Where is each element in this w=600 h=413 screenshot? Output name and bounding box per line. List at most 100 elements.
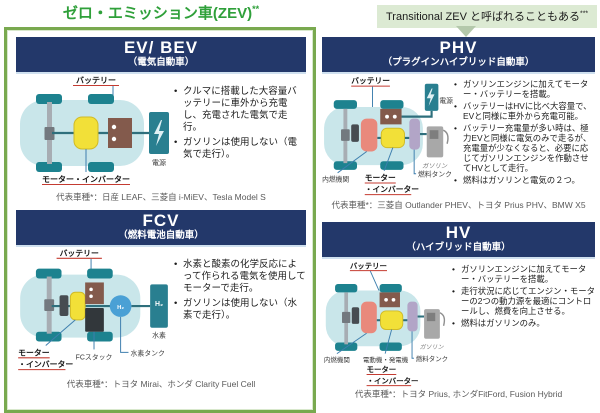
charge-cable: [401, 110, 433, 118]
battery-block: [380, 108, 402, 124]
fcv-title: FCV: [142, 211, 180, 230]
battery-terminal: [392, 114, 397, 119]
zev-title-footnote-marks: **: [252, 4, 260, 14]
battery-terminal: [111, 124, 117, 129]
battery-terminal: [391, 297, 396, 302]
phv-body: バッテリー 電源: [322, 74, 595, 198]
gas-pump-hose: [442, 129, 449, 144]
transmission-block: [351, 306, 360, 324]
lightning-icon: [154, 119, 164, 146]
motor-leader-line: [45, 319, 76, 346]
hv-body: バッテリー ガソリン: [322, 259, 595, 387]
phv-title: PHV: [439, 38, 478, 57]
hydrogen-label: 水素: [152, 330, 166, 339]
motor-inverter-block: [73, 116, 99, 150]
hv-representative-models: 代表車種*：トヨタ Prius, ホンダFitFord, Fusion Hybr…: [354, 388, 563, 399]
zev-group-title: ゼロ・エミッション車(ZEV)**: [8, 2, 314, 23]
fcv-subtitle: （燃料電池自動車）: [118, 229, 204, 241]
fc-stack-label: FCスタック: [76, 352, 113, 361]
power-source-label: 電源: [439, 96, 453, 105]
battery-terminal: [111, 136, 117, 141]
engine-label: 内燃機関: [324, 355, 350, 364]
motor-inverter-label-line2: ・インバーター: [367, 375, 419, 385]
battery-block: [379, 292, 400, 307]
motor-inverter-label-line2: ・インバーター: [365, 184, 420, 194]
phv-bullet: バッテリー充電量が多い時は、極力EVと同様に電気のみで走るが、充電量が少なくなる…: [454, 123, 595, 173]
motor-inverter-block: [380, 127, 405, 148]
battery-label: バッテリー: [351, 76, 390, 85]
phv-diagram: バッテリー 電源: [322, 76, 453, 195]
fuel-tank-block: [407, 301, 418, 331]
hv-card: HV （ハイブリッド自動車） バッテリー: [322, 222, 595, 400]
fuel-tank-label: 燃料タンク: [418, 169, 452, 178]
battery-terminal: [89, 294, 93, 298]
ev-diagram: バッテリー 電源 モーター・インバーター: [20, 76, 169, 185]
battery-block: [85, 282, 104, 304]
ev-bullets: クルマに搭載した大容量バッテリーに車外から充電し、充電された電気で走行。 ガソリ…: [174, 86, 306, 165]
phv-bullets: ガソリンエンジンに加えてモーター・バッテリーを搭載。 バッテリーはHVに比べ大容…: [454, 79, 595, 188]
phv-bullet: 燃料はガソリンと電気の２つ。: [454, 175, 595, 185]
gas-pump-screen: [429, 129, 439, 139]
engine-leader-line: [337, 150, 367, 173]
hv-bullet: ガソリンエンジンに加えてモーター・バッテリーを搭載。: [452, 264, 595, 284]
ev-body: バッテリー 電源 モーター・インバーター: [16, 74, 306, 190]
h2-tank-label: 水素タンク: [130, 348, 164, 357]
ev-header: EV/ BEV （電気自動車）: [16, 37, 306, 74]
hydrogen-station-icon: [150, 284, 168, 328]
engine-label: 内燃機関: [322, 174, 349, 183]
h2-station-text: H₂: [155, 301, 163, 308]
ev-subtitle: （電気自動車）: [127, 56, 195, 68]
battery-label: バッテリー: [60, 248, 99, 257]
callout-arrow-down-icon: [456, 26, 476, 37]
fcv-card: FCV （燃料電池自動車） バッテリー H₂: [16, 210, 306, 390]
ev-title: EV/ BEV: [123, 38, 199, 57]
battery-terminal: [89, 287, 93, 291]
phv-header: PHV （プラグインハイブリッド自動車）: [322, 37, 595, 74]
battery-terminal: [385, 114, 389, 119]
hv-bullet: 燃料はガソリンのみ。: [452, 318, 595, 328]
motor-inverter-label-line1: モーター: [18, 347, 50, 357]
fcv-diagram: バッテリー H₂ H₂ 水素: [18, 248, 168, 370]
hv-bullets: ガソリンエンジンに加えてモーター・バッテリーを搭載。 走行状況に応じてエンジン・…: [452, 264, 595, 330]
hv-title: HV: [445, 223, 472, 242]
phv-subtitle: （プラグインハイブリッド自動車）: [382, 56, 535, 68]
fcv-header: FCV （燃料電池自動車）: [16, 210, 306, 247]
gas-pump-hose: [439, 311, 446, 326]
phv-representative-models: 代表車種*：三菱自 Outlander PHEV、トヨタ Prius PHV、B…: [331, 199, 586, 210]
motor-inverter-label: モーター・インバーター: [42, 174, 130, 184]
power-source-label: 電源: [152, 158, 166, 167]
motor-inverter-label-line2: ・インバーター: [18, 359, 73, 369]
fuel-tank-leader-line: [411, 330, 414, 359]
hydrogen-tank-icon: [109, 294, 132, 317]
fuel-tank-label: 燃料タンク: [416, 354, 448, 363]
axle-hub: [44, 126, 55, 140]
motor-leader-line: [383, 147, 394, 171]
ev-representative-models: 代表車種*：日産 LEAF、三菱自 i-MiEV、Tesla Model S: [56, 191, 266, 202]
ev-card: EV/ BEV （電気自動車） バッテリー 電源: [16, 37, 306, 203]
fuel-tank-leader-line: [413, 149, 417, 174]
motor-inverter-block: [380, 310, 404, 330]
fcv-representative-models: 代表車種*：トヨタ Mirai、ホンダ Clarity Fuel Cell: [66, 378, 256, 389]
battery-label: バッテリー: [76, 76, 116, 85]
generator-leader-line: [384, 328, 393, 354]
gasoline-label: ガソリン: [422, 162, 448, 170]
hv-diagram: バッテリー ガソリン: [324, 261, 448, 386]
transitional-zev-text: Transitional ZEV と呼ばれることもある: [386, 11, 580, 23]
motor-inverter-label-line1: モーター: [367, 364, 397, 374]
ev-bullet: クルマに搭載した大容量バッテリーに車外から充電し、充電された電気で走行。: [174, 86, 306, 135]
battery-block: [108, 117, 132, 148]
axle-hub: [44, 298, 55, 311]
hv-subtitle: （ハイブリッド自動車）: [406, 241, 511, 253]
transmission-block: [59, 294, 69, 316]
motor-inverter-label-line1: モーター: [365, 172, 396, 182]
transitional-footnote-marks: ***: [579, 10, 589, 18]
phv-card: PHV （プラグインハイブリッド自動車） バッテリー 電源: [322, 37, 595, 211]
transitional-zev-callout: Transitional ZEV と呼ばれることもある***: [377, 5, 598, 28]
generator-label: 電動機・発電機: [363, 355, 409, 364]
fcv-bullet: 水素と酸素の化学反応によって作られる電気を使用してモーターで走行。: [174, 259, 306, 295]
motor-inverter-block: [69, 291, 86, 320]
battery-terminal: [384, 297, 388, 302]
h2-tank-leader-line: [120, 316, 129, 353]
fcv-bullet: ガソリンは使用しない（水素で走行）。: [174, 298, 306, 322]
lightning-icon: [426, 88, 435, 106]
